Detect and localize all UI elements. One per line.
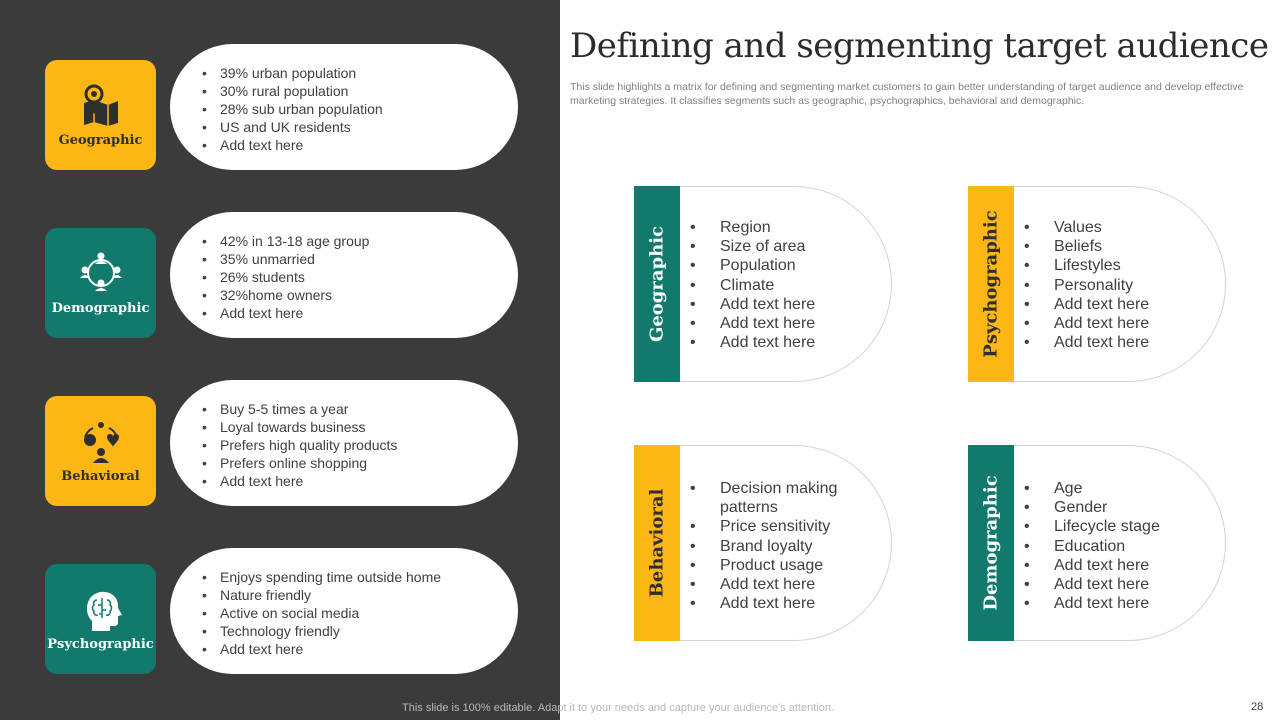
list-item: Education xyxy=(1024,537,1194,556)
list-item: Active on social media xyxy=(200,604,498,622)
list-item: Age xyxy=(1024,479,1194,498)
list-item: 26% students xyxy=(200,268,498,286)
footer-note: This slide is 100% editable. Adapt it to… xyxy=(402,702,834,714)
demographic-tile: Demographic xyxy=(45,228,156,338)
list-item: 28% sub urban population xyxy=(200,100,498,118)
list-item: Nature friendly xyxy=(200,586,498,604)
list-item: Add text here xyxy=(200,136,498,154)
list-item: Prefers online shopping xyxy=(200,454,498,472)
card-side-bar: Demographic xyxy=(968,445,1014,641)
list-item: Add text here xyxy=(1024,594,1194,613)
slide-subtitle: This slide highlights a matrix for defin… xyxy=(570,81,1244,107)
card-side-bar: Behavioral xyxy=(634,445,680,641)
card-label: Geographic xyxy=(646,225,668,343)
list-item: Loyal towards business xyxy=(200,418,498,436)
geographic-tile: Geographic xyxy=(45,60,156,170)
list-item: Add text here xyxy=(690,333,860,352)
card-label: Demographic xyxy=(980,475,1002,611)
psychographic-pill: Enjoys spending time outside home Nature… xyxy=(170,548,518,674)
list-item: Buy 5-5 times a year xyxy=(200,400,498,418)
list-item: Values xyxy=(1024,218,1194,237)
geographic-tile-label: Geographic xyxy=(58,132,143,148)
card-side-bar: Psychographic xyxy=(968,186,1014,382)
behavioral-stats-list: Buy 5-5 times a year Loyal towards busin… xyxy=(200,400,498,490)
matrix-card-psychographic: Psychographic Values Beliefs Lifestyles … xyxy=(968,186,1226,382)
list-item: 39% urban population xyxy=(200,64,498,82)
list-item: Prefers high quality products xyxy=(200,436,498,454)
list-item: Add text here xyxy=(200,472,498,490)
matrix-card-behavioral: Behavioral Decision making patterns Pric… xyxy=(634,445,892,641)
list-item: Climate xyxy=(690,276,860,295)
segment-row-psychographic: Psychographic Enjoys spending time outsi… xyxy=(0,548,560,676)
list-item: 32%home owners xyxy=(200,286,498,304)
list-item: Lifecycle stage xyxy=(1024,517,1194,536)
brain-head-icon xyxy=(86,591,122,631)
card-list: Values Beliefs Lifestyles Personality Ad… xyxy=(1024,218,1194,353)
psychographic-tile: Psychographic xyxy=(45,564,156,674)
psychographic-tile-label: Psychographic xyxy=(47,636,154,652)
card-list: Age Gender Lifecycle stage Education Add… xyxy=(1024,479,1194,614)
list-item: Add text here xyxy=(690,314,860,333)
list-item: 30% rural population xyxy=(200,82,498,100)
demographic-stats-list: 42% in 13-18 age group 35% unmarried 26%… xyxy=(200,232,498,322)
geographic-pill: 39% urban population 30% rural populatio… xyxy=(170,44,518,170)
list-item: 35% unmarried xyxy=(200,250,498,268)
left-panel: Geographic 39% urban population 30% rura… xyxy=(0,0,560,720)
people-cycle-icon xyxy=(79,252,122,291)
list-item: Size of area xyxy=(690,237,860,256)
behavioral-pill: Buy 5-5 times a year Loyal towards busin… xyxy=(170,380,518,506)
list-item: Price sensitivity xyxy=(690,517,860,536)
list-item: Population xyxy=(690,256,860,275)
card-list: Region Size of area Population Climate A… xyxy=(690,218,860,353)
segment-row-behavioral: Behavioral Buy 5-5 times a year Loyal to… xyxy=(0,380,560,508)
segment-row-geographic: Geographic 39% urban population 30% rura… xyxy=(0,44,560,172)
list-item: Add text here xyxy=(690,575,860,594)
list-item: Add text here xyxy=(1024,295,1194,314)
segment-row-demographic: Demographic 42% in 13-18 age group 35% u… xyxy=(0,212,560,340)
behavior-cycle-icon xyxy=(83,421,119,463)
demographic-pill: 42% in 13-18 age group 35% unmarried 26%… xyxy=(170,212,518,338)
list-item: Region xyxy=(690,218,860,237)
list-item: US and UK residents xyxy=(200,118,498,136)
behavioral-tile: Behavioral xyxy=(45,396,156,506)
list-item: Add text here xyxy=(1024,556,1194,575)
card-label: Psychographic xyxy=(980,210,1002,358)
demographic-tile-label: Demographic xyxy=(51,300,150,316)
psychographic-stats-list: Enjoys spending time outside home Nature… xyxy=(200,568,498,658)
matrix-card-geographic: Geographic Region Size of area Populatio… xyxy=(634,186,892,382)
list-item: Add text here xyxy=(690,594,860,613)
list-item: Technology friendly xyxy=(200,622,498,640)
map-pin-icon xyxy=(83,84,118,126)
list-item: Decision making patterns xyxy=(690,479,860,517)
list-item: 42% in 13-18 age group xyxy=(200,232,498,250)
list-item: Add text here xyxy=(1024,333,1194,352)
list-item: Add text here xyxy=(690,295,860,314)
card-label: Behavioral xyxy=(646,488,668,598)
page-number: 28 xyxy=(1251,701,1264,713)
list-item: Add text here xyxy=(1024,575,1194,594)
list-item: Gender xyxy=(1024,498,1194,517)
list-item: Personality xyxy=(1024,276,1194,295)
slide-title: Defining and segmenting target audience xyxy=(570,26,1269,66)
geographic-stats-list: 39% urban population 30% rural populatio… xyxy=(200,64,498,154)
list-item: Brand loyalty xyxy=(690,537,860,556)
list-item: Lifestyles xyxy=(1024,256,1194,275)
list-item: Add text here xyxy=(1024,314,1194,333)
list-item: Add text here xyxy=(200,304,498,322)
card-list: Decision making patterns Price sensitivi… xyxy=(690,479,860,614)
behavioral-tile-label: Behavioral xyxy=(61,468,140,484)
matrix-card-demographic: Demographic Age Gender Lifecycle stage E… xyxy=(968,445,1226,641)
card-side-bar: Geographic xyxy=(634,186,680,382)
list-item: Add text here xyxy=(200,640,498,658)
list-item: Enjoys spending time outside home xyxy=(200,568,498,586)
list-item: Beliefs xyxy=(1024,237,1194,256)
list-item: Product usage xyxy=(690,556,860,575)
